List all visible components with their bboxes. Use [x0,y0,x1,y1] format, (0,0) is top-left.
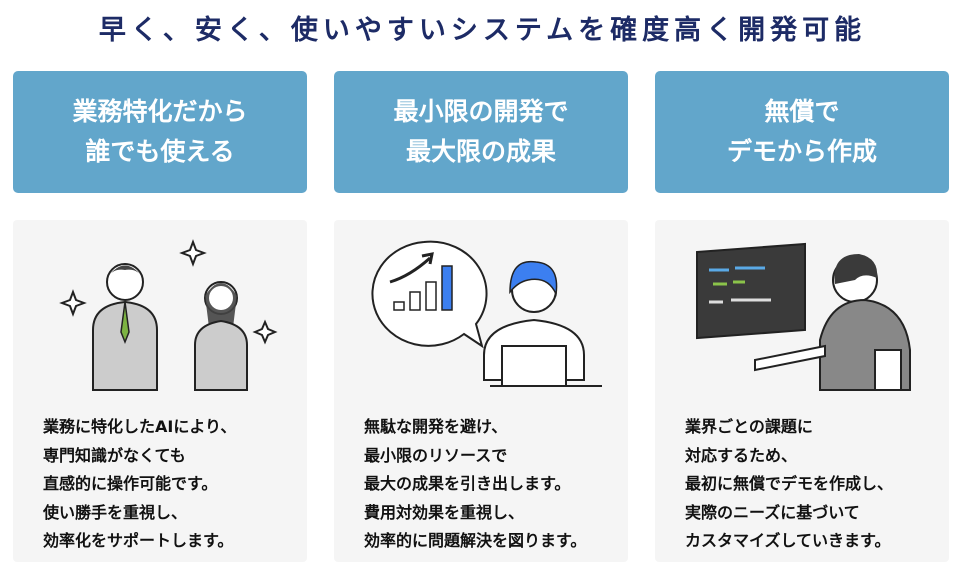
description-line: 効率的に問題解決を図ります。 [364,531,587,550]
description-line: 使い勝手を重視し、 [43,502,188,522]
description-line: 専門知識がなくても [43,445,186,465]
feature-heading: 最小限の開発で 最大限の成果 [334,71,628,193]
description-line: 直感的に操作可能です。 [43,474,218,493]
heading-line: 業務特化だから [72,97,248,126]
description-line: 実際のニーズに基づいて [685,502,860,522]
feature-description: 業界ごとの課題に 対応するため、 最初に無償でデモを作成し、 実際のニーズに基づ… [685,413,893,556]
description-line: カスタマイズしていきます。 [685,531,891,550]
feature-heading: 業務特化だから 誰でも使える [13,71,307,193]
feature-heading: 無償で デモから作成 [655,71,949,193]
description-line: 業務に特化したAIにより、 [43,417,237,436]
heading-line: 誰でも使える [85,137,235,166]
description-line: 対応するため、 [685,445,798,465]
description-line: 無駄な開発を避け、 [364,417,508,436]
feature-card: 無駄な開発を避け、 最小限のリソースで 最大の成果を引き出します。 費用対効果を… [334,220,628,562]
feature-description: 無駄な開発を避け、 最小限のリソースで 最大の成果を引き出します。 費用対効果を… [364,413,586,556]
growth-chart-illustration [371,240,602,387]
feature-card: 業務に特化したAIにより、 専門知識がなくても 直感的に操作可能です。 使い勝手… [13,220,307,562]
description-line: 業界ごとの課題に [685,417,813,436]
business-people-illustration [59,239,278,391]
description-line: 最初に無償でデモを作成し、 [685,474,894,493]
description-line: 最大の成果を引き出します。 [364,474,571,493]
description-line: 費用対効果を重視し、 [364,502,525,522]
heading-line: 最大限の成果 [405,137,556,166]
heading-line: 最小限の開発で [393,97,569,126]
feature-card: 業界ごとの課題に 対応するため、 最初に無償でデモを作成し、 実際のニーズに基づ… [655,220,949,562]
description-line: 効率化をサポートします。 [43,531,234,550]
developer-coding-illustration [696,242,911,391]
heading-line: 無償で [764,97,840,126]
description-line: 最小限のリソースで [364,445,508,465]
feature-description: 業務に特化したAIにより、 専門知識がなくても 直感的に操作可能です。 使い勝手… [43,413,236,556]
page-title: 早く、安く、使いやすいシステムを確度高く開発可能 [98,15,867,46]
heading-line: デモから作成 [726,137,877,166]
